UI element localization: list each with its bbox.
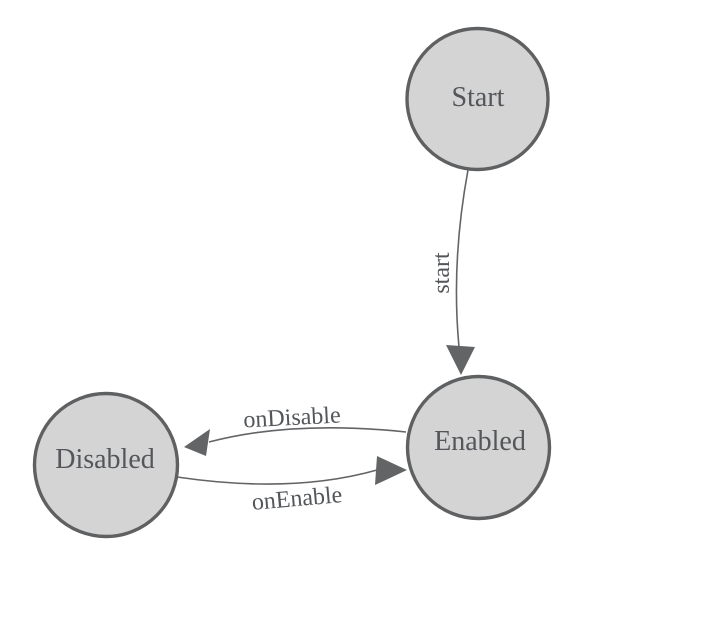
state-label-disabled: Disabled <box>55 444 155 475</box>
arrowhead-start-to-enabled-icon <box>446 345 475 375</box>
edge-disabled-to-enabled <box>176 469 378 485</box>
edge-enabled-to-disabled <box>208 426 407 443</box>
arrowhead-disabled-to-enabled-icon <box>375 456 407 485</box>
state-node-disabled <box>32 391 180 539</box>
state-label-start: Start <box>452 82 505 113</box>
edge-label-ondisable: onDisable <box>243 402 342 433</box>
edge-label-onenable: onEnable <box>251 482 344 516</box>
edge-label-start: start <box>429 252 455 294</box>
edge-start-to-enabled <box>455 169 469 348</box>
state-label-enabled: Enabled <box>434 426 526 457</box>
state-node-enabled <box>405 374 552 521</box>
state-node-start <box>405 26 550 172</box>
arrowhead-enabled-to-disabled-icon <box>184 429 210 456</box>
